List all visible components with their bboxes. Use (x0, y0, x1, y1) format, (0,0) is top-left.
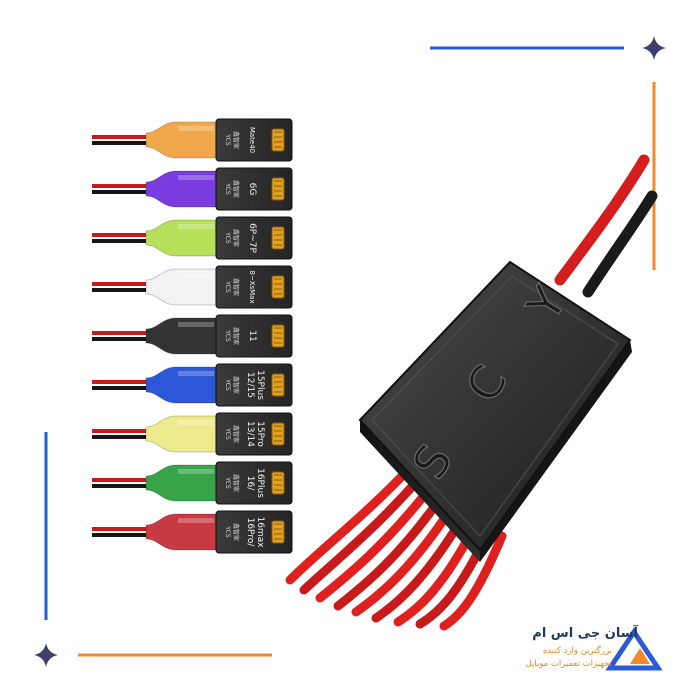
tag-cjk-label: 鑫智家 (232, 474, 240, 492)
tag-brand-label: YCS (224, 476, 231, 489)
tag-cjk-label: 鑫智家 (232, 376, 240, 394)
gold-pin-connector (271, 177, 285, 201)
gold-pin-connector (271, 128, 285, 152)
connector-model-label: 16max (255, 516, 265, 548)
connector-model-label: Mate40 (248, 127, 256, 153)
tag-brand-label: YCS (224, 133, 231, 146)
sparkle-icon-bottom-left (34, 643, 58, 667)
connector-model-label: 15Pro (255, 421, 265, 447)
gold-pin-connector (271, 275, 285, 299)
gold-pin-connector (271, 422, 285, 446)
sparkle-icon-top-right (642, 36, 666, 60)
tag-brand-label: YCS (224, 427, 231, 440)
ycs-module-box: Y C S (358, 260, 632, 562)
connector-model-label: 16/ (245, 476, 255, 491)
gold-pin-connector (271, 226, 285, 250)
connector-model-label: 16Pro/ (245, 518, 255, 548)
brand-subtitle-line1: بزرگترین وارد کننده (542, 646, 612, 656)
tag-cjk-label: 鑫智家 (232, 327, 240, 345)
tag-brand-label: YCS (224, 329, 231, 342)
brand-title: آسان جی اس ام (532, 626, 638, 641)
brand-logo-icon (605, 627, 663, 671)
connector-model-label: 6G (247, 183, 257, 196)
connector-model-label: 11 (247, 330, 257, 341)
tag-cjk-label: 鑫智家 (232, 229, 240, 247)
connector-model-label: 12/15 (245, 372, 255, 398)
tag-cjk-label: 鑫智家 (232, 278, 240, 296)
tag-brand-label: YCS (224, 182, 231, 195)
connector-model-label: 6P~7P (247, 223, 257, 253)
gold-pin-connector (271, 373, 285, 397)
tag-cjk-label: 鑫智家 (232, 131, 240, 149)
tag-cjk-label: 鑫智家 (232, 523, 240, 541)
tag-brand-label: YCS (224, 231, 231, 244)
tag-brand-label: YCS (224, 525, 231, 538)
gold-pin-connector (271, 471, 285, 495)
connector-model-label: 15Plus (255, 370, 265, 400)
connector-model-label: 16Plus (255, 468, 265, 498)
tag-cjk-label: 鑫智家 (232, 425, 240, 443)
gold-pin-connector (271, 324, 285, 348)
brand-subtitle-line2: تجهیزات تعمیرات موبایل (525, 659, 613, 669)
connector-model-label: 13/14 (245, 421, 255, 447)
gold-pin-connector (271, 520, 285, 544)
tag-brand-label: YCS (224, 378, 231, 391)
tag-cjk-label: 鑫智家 (232, 180, 240, 198)
connector-model-label: 8~XsMax (248, 270, 256, 303)
output-cables (554, 154, 658, 298)
tag-brand-label: YCS (224, 280, 231, 293)
